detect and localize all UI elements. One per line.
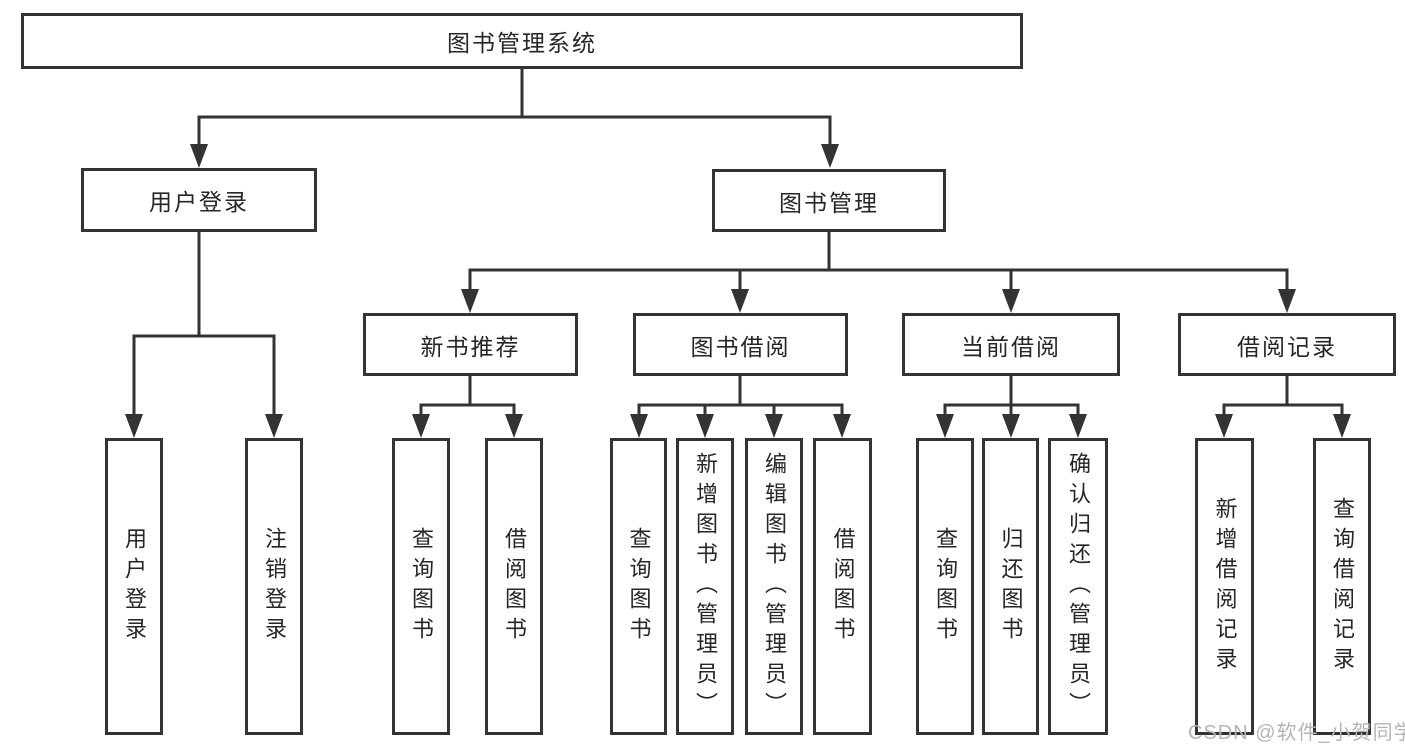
node-label: 查询图书 (626, 526, 652, 647)
node-root-book-management-system: 图书管理系统 (21, 13, 1023, 69)
node-user-login: 用户登录 (81, 168, 317, 232)
csdn-watermark: CSDN @软件_小贺同学 (1188, 722, 1405, 744)
node-label: 查询借阅记录 (1330, 496, 1355, 677)
node-label: 图书管理系统 (447, 30, 597, 56)
node-leaf-borrow-books: 借阅图书 (485, 438, 543, 735)
arrow-to-leaf-nb-query (412, 414, 430, 438)
arrow-to-leaf-nb-borrow (505, 414, 523, 438)
node-label: 确认归还（管理员） (1066, 451, 1091, 722)
node-label: 编辑图书（管理员） (762, 451, 787, 722)
arrow-to-leaf-cb-query (936, 414, 954, 438)
connector-book-borrow-branch (637, 403, 844, 416)
node-label: 新增图书（管理员） (693, 451, 718, 722)
node-new-book-recommend: 新书推荐 (363, 313, 578, 376)
arrow-to-book-borrow (731, 289, 749, 313)
arrow-to-user-login (190, 144, 208, 168)
node-leaf-return-books: 归还图书 (982, 438, 1039, 735)
connector-user-login-branch (132, 334, 276, 416)
arrow-to-leaf-cb-return (1002, 414, 1020, 438)
node-label: 用户登录 (149, 189, 249, 215)
node-label: 当前借阅 (961, 333, 1061, 360)
node-borrow-record: 借阅记录 (1178, 313, 1396, 376)
node-label: 借阅图书 (830, 526, 856, 647)
node-leaf-add-books-admin: 新增图书（管理员） (676, 438, 734, 735)
arrow-to-leaf-bb-edit (765, 414, 783, 438)
arrow-to-leaf-br-add (1215, 414, 1233, 438)
node-current-borrow: 当前借阅 (902, 313, 1120, 376)
node-label: 图书借阅 (690, 333, 791, 360)
node-label: 查询图书 (409, 526, 434, 647)
node-label: 借阅记录 (1237, 333, 1337, 360)
node-label: 查询图书 (933, 526, 958, 647)
arrow-to-borrow-record (1278, 289, 1296, 313)
node-leaf-query-books: 查询图书 (916, 438, 974, 735)
connector-root-branch (197, 115, 832, 146)
node-label: 归还图书 (998, 526, 1024, 647)
node-leaf-confirm-return-admin: 确认归还（管理员） (1048, 438, 1108, 735)
node-label: 注销登录 (262, 526, 287, 647)
arrow-to-leaf-bb-add (696, 414, 714, 438)
node-leaf-borrow-books: 借阅图书 (813, 438, 872, 735)
node-label: 新增借阅记录 (1212, 496, 1238, 677)
connector-borrow-record-branch (1222, 403, 1344, 416)
arrow-to-leaf-cb-confirm (1069, 414, 1087, 438)
node-book-management: 图书管理 (712, 169, 946, 232)
node-leaf-user-login: 用户登录 (105, 438, 163, 735)
node-label: 用户登录 (122, 526, 147, 647)
node-book-borrow: 图书借阅 (633, 313, 848, 376)
arrow-to-book-management (821, 144, 839, 168)
node-leaf-query-books: 查询图书 (610, 438, 667, 735)
arrow-to-leaf-login (125, 414, 143, 438)
node-leaf-query-borrow-record: 查询借阅记录 (1313, 438, 1371, 735)
node-label: 图书管理 (779, 189, 879, 216)
node-label: 借阅图书 (502, 526, 527, 647)
node-label: 新书推荐 (420, 333, 521, 360)
node-leaf-query-books: 查询图书 (392, 438, 450, 735)
arrow-to-leaf-logout (265, 414, 283, 438)
node-leaf-edit-books-admin: 编辑图书（管理员） (745, 438, 803, 735)
arrow-to-current-borrow (1002, 289, 1020, 313)
node-leaf-logout: 注销登录 (245, 438, 303, 735)
arrow-to-leaf-br-query (1333, 414, 1351, 438)
arrow-to-leaf-bb-query (630, 414, 648, 438)
connector-new-book-branch (419, 403, 516, 416)
connector-book-mgmt-branch (468, 268, 1289, 291)
node-leaf-add-borrow-record: 新增借阅记录 (1195, 438, 1254, 735)
arrow-to-leaf-bb-borrow (833, 414, 851, 438)
arrow-to-new-book (461, 289, 479, 313)
